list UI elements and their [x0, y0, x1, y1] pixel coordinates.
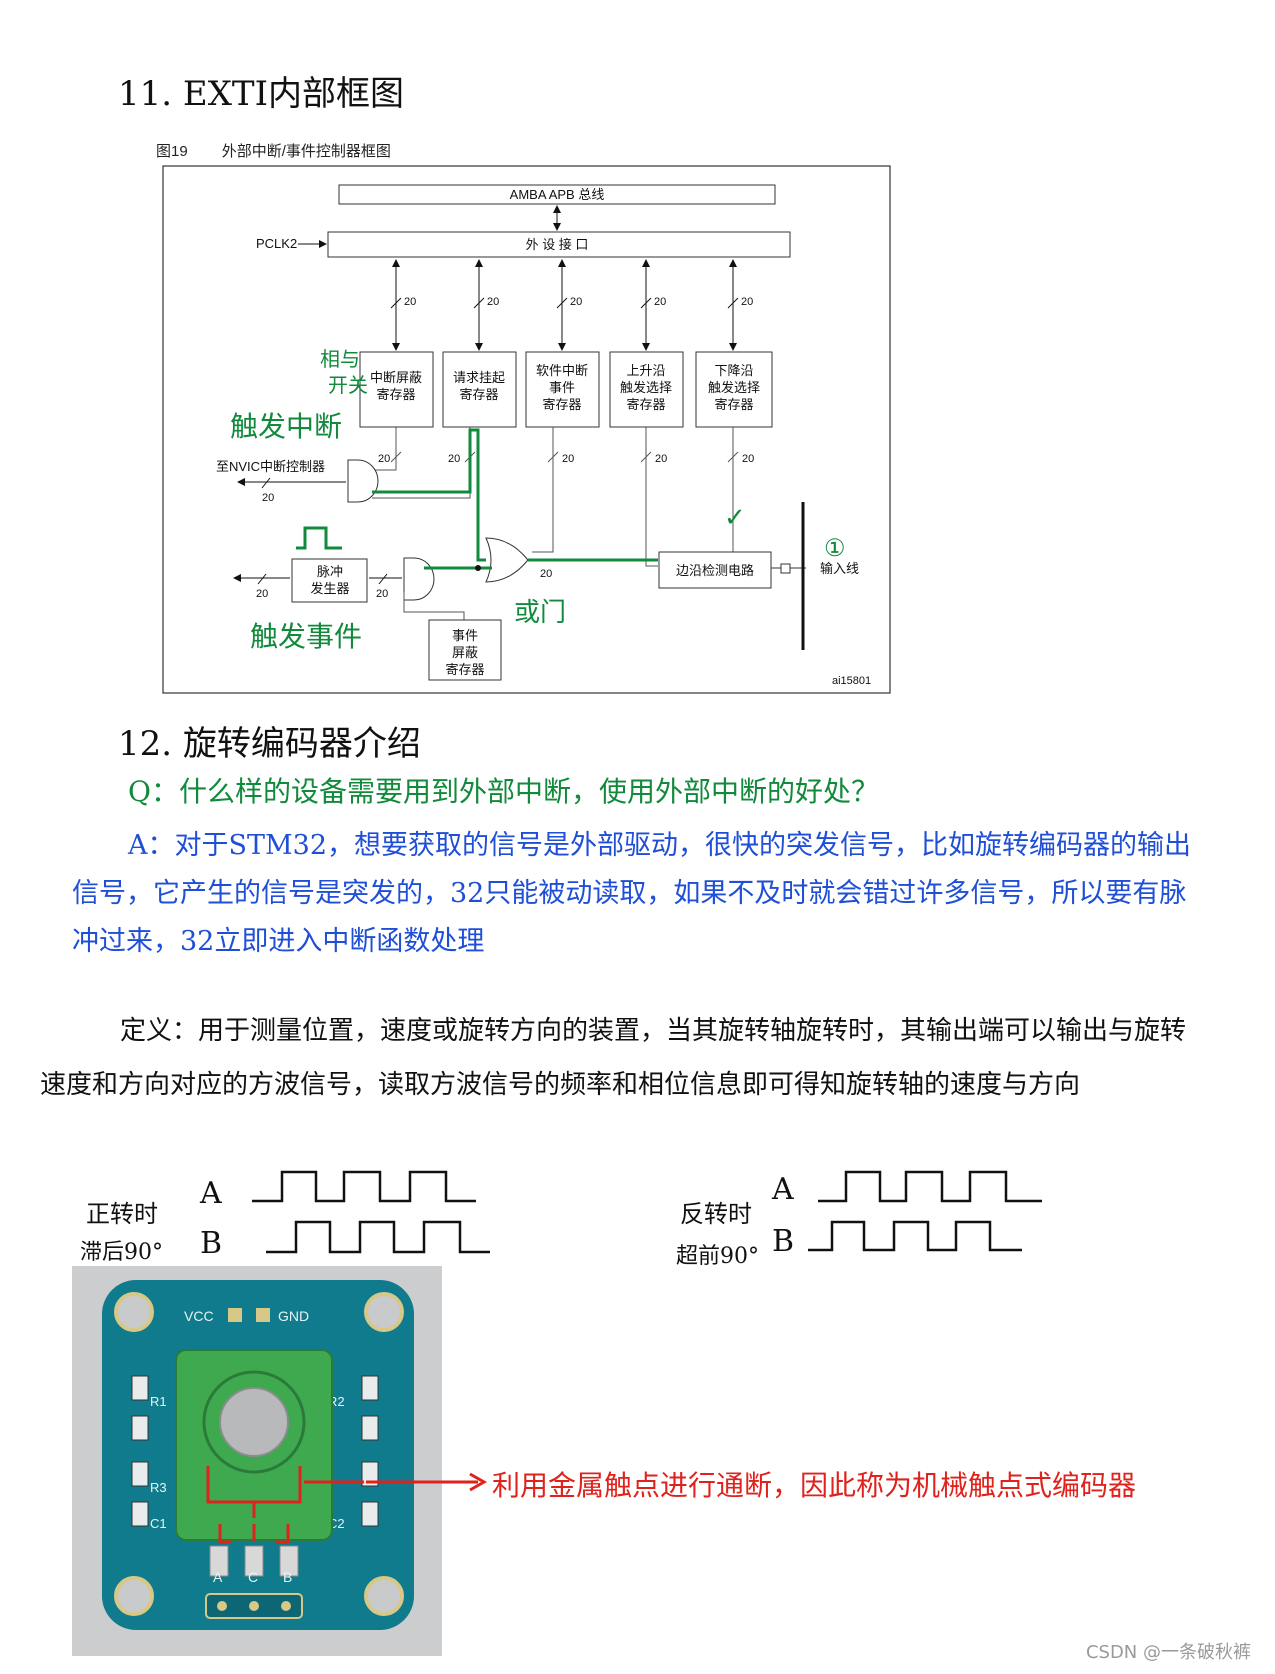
photo-note: 利用金属触点进行通断，因此称为机械触点式编码器 [492, 1469, 1137, 1502]
bus-width-2: 20 [487, 296, 499, 308]
reverse-label-l1: 反转时 [680, 1200, 752, 1228]
section-11-title: 11. EXTI内部框图 [118, 74, 405, 114]
bus-width-4: 20 [654, 296, 666, 308]
amba-bus-label: AMBA APB 总线 [510, 187, 605, 202]
pulse-gen-l1: 脉冲 [317, 564, 343, 579]
reg-fall-l2: 触发选择 [708, 380, 760, 395]
amba-bus-box [338, 184, 776, 205]
figure-number: 图19 [156, 143, 188, 160]
note-trigger-event: 触发事件 [250, 620, 362, 653]
forward-ch-a: A [200, 1176, 222, 1211]
reg-swi-l3: 寄存器 [542, 397, 581, 412]
c1-label: C1 [150, 1516, 167, 1531]
exti-block-diagram: AMBA APB 总线 外 设 接 口 PCLK2 20 20 20 20 20… [162, 165, 891, 694]
reverse-wave-a [818, 1170, 1042, 1203]
reg-rise-l2: 触发选择 [620, 380, 672, 395]
and-gate-nvic [347, 459, 379, 503]
gnd-label: GND [278, 1308, 309, 1324]
or-gate [485, 537, 529, 583]
forward-label-l2: 滞后90° [80, 1240, 163, 1265]
bus-width-7: 20 [448, 453, 460, 465]
pin-b-label: B [283, 1569, 292, 1585]
figure-id: ai15801 [832, 675, 871, 687]
r3-label: R3 [150, 1480, 167, 1495]
reverse-ch-b: B [772, 1224, 795, 1259]
figure-caption-text: 外部中断/事件控制器框图 [221, 143, 391, 160]
bus-width-11: 20 [262, 492, 274, 504]
bus-width-3: 20 [570, 296, 582, 308]
note-mutual-l1: 相与 [320, 347, 360, 371]
bus-width-13: 20 [376, 588, 388, 600]
nvic-label: 至NVIC中断控制器 [216, 459, 325, 474]
event-mask-l2: 屏蔽 [452, 645, 478, 660]
bus-width-8: 20 [562, 453, 574, 465]
forward-wave-a [252, 1170, 476, 1203]
register-boxes [359, 351, 773, 428]
event-mask-l3: 寄存器 [445, 662, 484, 677]
reg-pending-l2: 寄存器 [459, 387, 498, 402]
event-mask-l1: 事件 [452, 628, 478, 643]
reg-fall-l3: 寄存器 [714, 397, 753, 412]
note-or-gate: 或门 [514, 598, 566, 628]
pin-a-label: A [213, 1569, 223, 1585]
bus-width-10: 20 [742, 453, 754, 465]
reg-rise-l1: 上升沿 [626, 363, 665, 378]
question-text: Q：什么样的设备需要用到外部中断，使用外部中断的好处？ [128, 775, 879, 808]
reverse-wave-b [808, 1220, 1022, 1252]
note-check: ✓ [724, 503, 746, 533]
note-trigger-interrupt: 触发中断 [230, 410, 342, 443]
forward-label-l1: 正转时 [86, 1200, 158, 1228]
forward-ch-b: B [200, 1226, 223, 1261]
forward-wave-b [266, 1220, 490, 1254]
input-line-label: 输入线 [820, 561, 859, 576]
definition-text: 定义：用于测量位置，速度或旋转方向的装置，当其旋转轴旋转时，其输出端可以输出与旋… [40, 1016, 1187, 1100]
peripheral-interface-label: 外 设 接 口 [526, 237, 589, 252]
vcc-label: VCC [184, 1308, 214, 1324]
section-12-title: 12. 旋转编码器介绍 [118, 724, 421, 764]
figure-caption: 图19 外部中断/事件控制器框图 [156, 140, 425, 161]
encoder-photo: VCC GND R1 R2 R3 C1 C2 A C B [72, 1266, 442, 1656]
edge-detect-label: 边沿检测电路 [676, 563, 754, 578]
event-mask-box [428, 619, 502, 681]
pclk2-label: PCLK2 [256, 236, 297, 251]
pin-c-label: C [248, 1569, 258, 1585]
bus-width-1: 20 [404, 296, 416, 308]
bus-width-5: 20 [741, 296, 753, 308]
diagram-frame [162, 165, 891, 694]
reg-swi-l1: 软件中断 [536, 363, 588, 378]
bus-width-6: 20 [378, 453, 390, 465]
peripheral-interface-box [327, 231, 791, 258]
answer-text: A：对于STM32，想要获取的信号是外部驱动，很快的突发信号，比如旋转编码器的输… [72, 830, 1192, 957]
bus-width-12: 20 [256, 588, 268, 600]
reg-swi-l2: 事件 [549, 380, 575, 395]
watermark: CSDN @一条破秋裤 [1085, 1642, 1251, 1663]
bus-width-14: 20 [540, 568, 552, 580]
reg-mask-l1: 中断屏蔽 [370, 370, 422, 385]
reg-fall-l1: 下降沿 [714, 363, 753, 378]
r1-label: R1 [150, 1394, 167, 1409]
reg-pending-l1: 请求挂起 [453, 370, 505, 385]
pulse-generator-box [291, 558, 368, 603]
reverse-ch-a: A [772, 1172, 794, 1207]
reg-rise-l3: 寄存器 [626, 397, 665, 412]
reverse-label-l2: 超前90° [676, 1244, 759, 1269]
edge-detect-box [658, 551, 772, 589]
note-circle-one: ① [824, 534, 846, 562]
pulse-gen-l2: 发生器 [310, 581, 349, 596]
bus-width-9: 20 [655, 453, 667, 465]
bus-lines [390, 259, 739, 351]
reg-mask-l2: 寄存器 [376, 387, 415, 402]
note-mutual-l2: 开关 [328, 373, 368, 397]
